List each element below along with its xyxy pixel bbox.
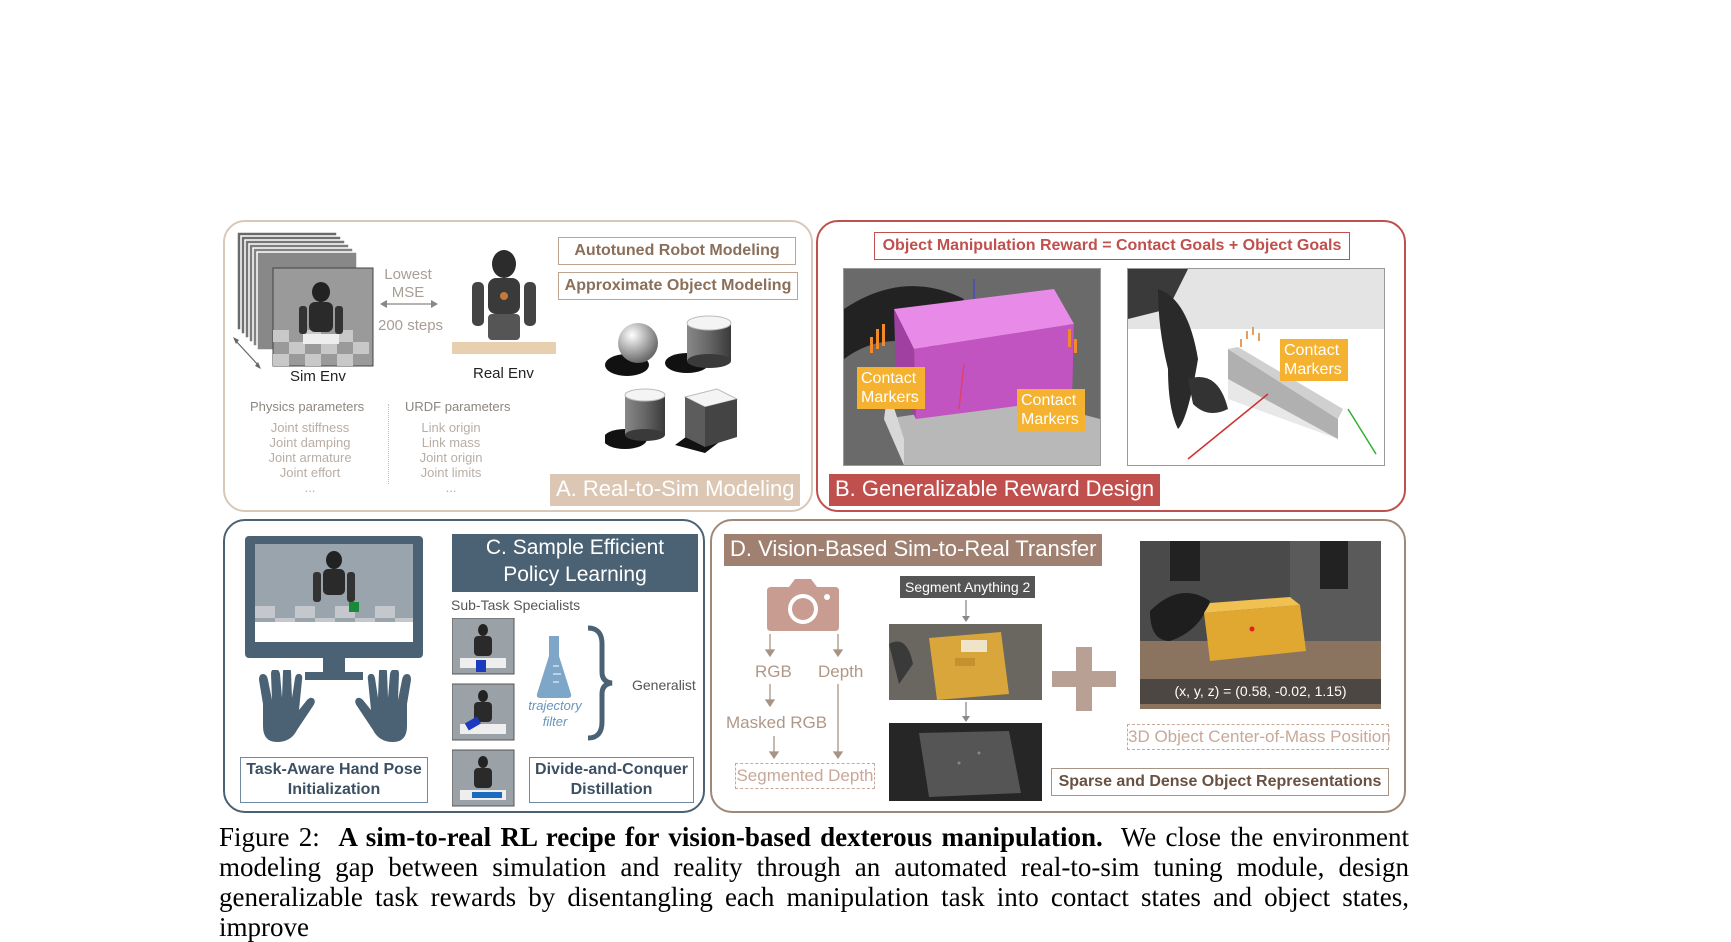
com-position-label: 3D Object Center-of-Mass Position	[1127, 724, 1391, 750]
plus-icon	[1052, 647, 1116, 711]
physics-param-item: ...	[304, 480, 316, 495]
physics-params-header: Physics parameters	[250, 399, 365, 414]
sim-hand-image	[1127, 268, 1385, 466]
autotuned-robot-modeling-label: Autotuned Robot Modeling	[558, 237, 796, 265]
figure-caption: Figure 2: A sim-to-real RL recipe for vi…	[219, 822, 1409, 942]
contact-markers-label-1: Contact Markers	[857, 367, 925, 409]
contact-markers-label-3: Contact Markers	[1280, 339, 1348, 381]
caption-title: A sim-to-real RL recipe for vision-based…	[338, 822, 1103, 852]
rgb-label: RGB	[755, 662, 792, 681]
sim-box-image	[843, 268, 1101, 466]
steps-label: 200 steps	[378, 317, 444, 334]
camera-icon	[767, 579, 839, 631]
panel-c-title: C. Sample Efficient Policy Learning	[452, 534, 698, 592]
physics-param-item: Joint armature	[268, 450, 352, 465]
sparse-dense-label: Sparse and Dense Object Representations	[1051, 768, 1389, 796]
urdf-params-header: URDF parameters	[405, 399, 511, 414]
urdf-param-item: ...	[445, 480, 457, 495]
contact-markers-label-2: Contact Markers	[1017, 389, 1085, 431]
panel-policy-learning	[223, 519, 705, 813]
panel-b-title: B. Generalizable Reward Design	[829, 474, 1161, 506]
trajectory-filter-label: trajectory filter	[528, 698, 582, 729]
physics-param-item: Joint stiffness	[270, 420, 350, 435]
generalist-label: Generalist	[632, 677, 696, 693]
com-coordinates-readout: (x, y, z) = (0.58, -0.02, 1.15)	[1140, 679, 1381, 704]
urdf-params-list: Link origin Link mass Joint origin Joint…	[405, 420, 497, 495]
panel-d-title: D. Vision-Based Sim-to-Real Transfer	[724, 534, 1103, 566]
segment-anything-label: Segment Anything 2	[900, 576, 1036, 598]
specialist-thumbnails	[451, 617, 516, 813]
panel-sim-to-real	[710, 519, 1406, 813]
sim-env-label: Sim Env	[290, 368, 346, 385]
physics-params-list: Joint stiffness Joint damping Joint arma…	[250, 420, 370, 495]
hands-icon	[259, 670, 411, 742]
hand-pose-init-label: Task-Aware Hand Pose Initialization	[240, 757, 428, 803]
masked-rgb-photo	[889, 624, 1042, 700]
caption-label: Figure 2:	[219, 822, 320, 852]
approximate-object-modeling-label: Approximate Object Modeling	[558, 272, 798, 300]
primitive-shapes	[605, 315, 739, 453]
curly-brace-icon	[587, 625, 613, 741]
urdf-param-item: Joint origin	[419, 450, 483, 465]
depth-label: Depth	[818, 662, 864, 681]
urdf-param-item: Link mass	[421, 435, 481, 450]
panel-real-to-sim	[223, 220, 813, 512]
real-robot-image	[452, 250, 556, 354]
urdf-param-item: Link origin	[421, 420, 481, 435]
masked-rgb-label: Masked RGB	[726, 713, 828, 732]
sub-task-specialists-label: Sub-Task Specialists	[451, 597, 581, 613]
reward-equation-label: Object Manipulation Reward = Contact Goa…	[874, 232, 1350, 260]
pipeline-arrows	[764, 634, 844, 760]
segmented-depth-photo	[889, 723, 1042, 801]
arrow-down-icon	[962, 702, 970, 722]
physics-param-item: Joint effort	[279, 465, 341, 480]
urdf-param-item: Joint limits	[420, 465, 482, 480]
param-divider	[388, 404, 389, 484]
sim-frame-stack	[233, 231, 374, 369]
real-env-label: Real Env	[473, 365, 534, 382]
double-arrow-icon	[380, 300, 438, 308]
physics-param-item: Joint damping	[269, 435, 351, 450]
panel-reward-design	[816, 220, 1406, 512]
distillation-label: Divide-and-Conquer Distillation	[529, 757, 694, 803]
arrow-down-icon	[962, 600, 970, 622]
panel-a-title: A. Real-to-Sim Modeling	[550, 474, 801, 506]
monitor-icon	[245, 536, 423, 680]
lowest-mse-label: Lowest MSE	[384, 266, 432, 301]
flask-icon	[536, 636, 572, 698]
segmented-depth-label: Segmented Depth	[735, 763, 875, 789]
